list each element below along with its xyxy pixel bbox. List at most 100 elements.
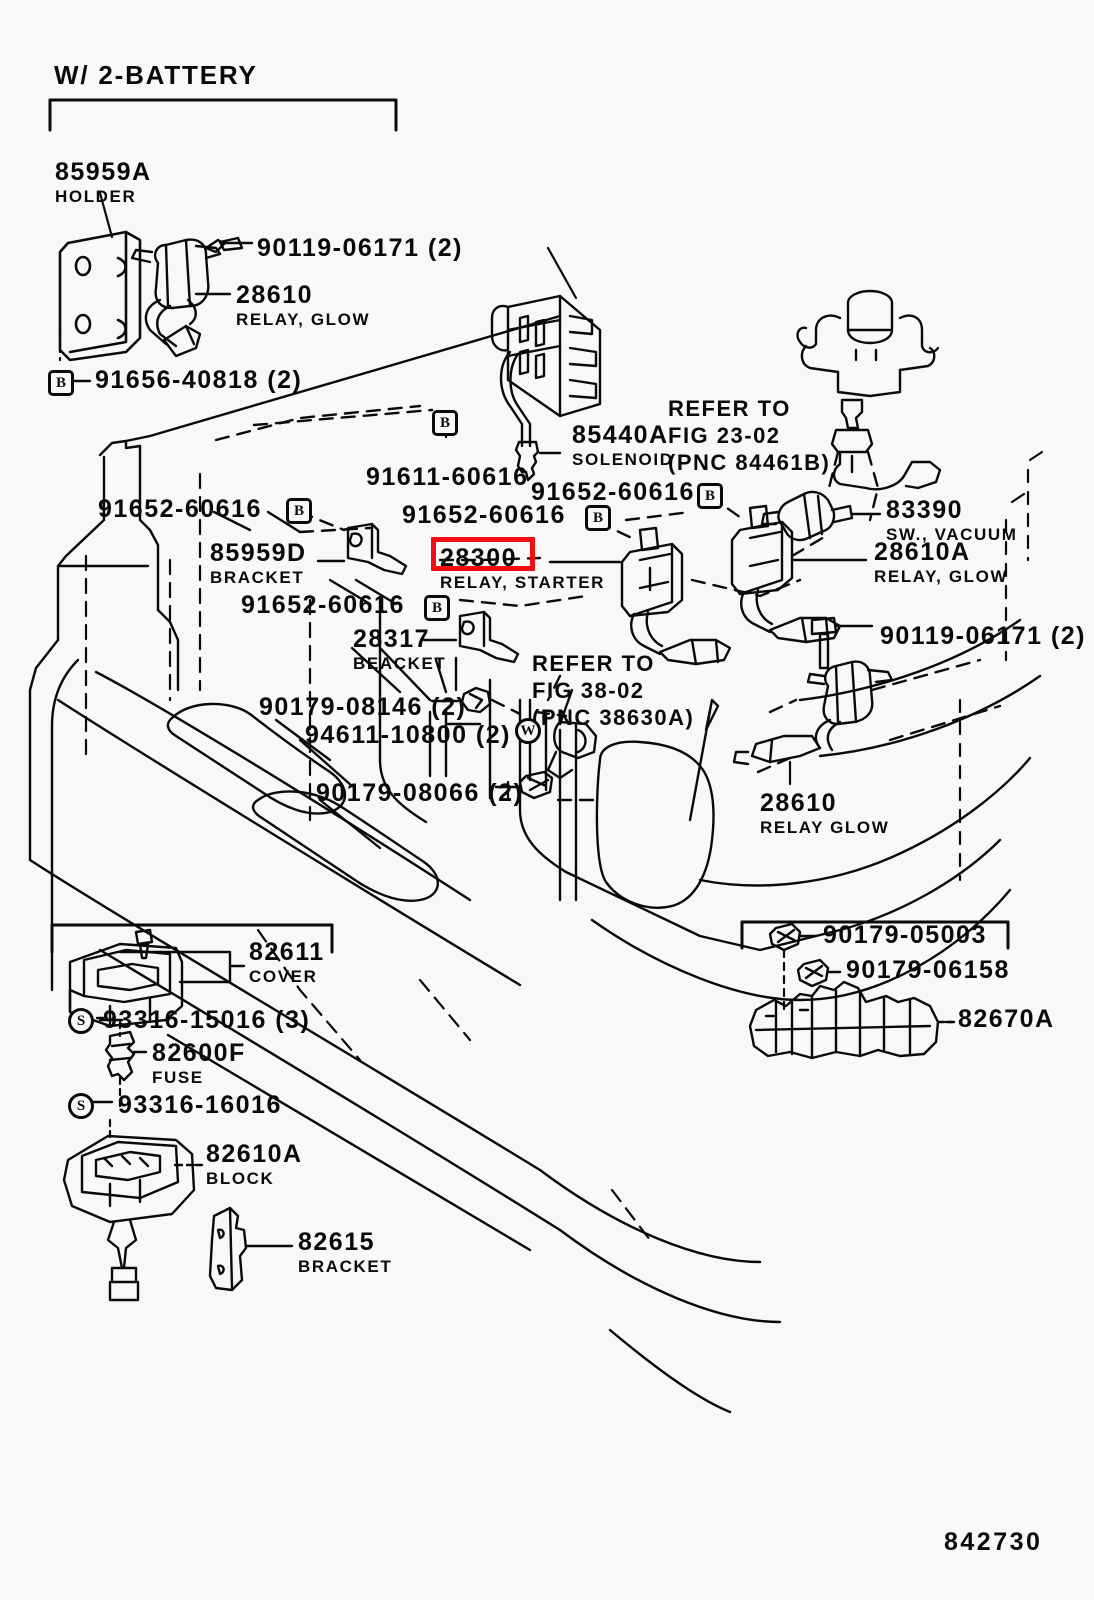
callout-part-number: 91652-60616 — [241, 591, 405, 619]
callout-part-number: 90179-08066 (2) — [316, 779, 524, 807]
callout-part-description: FUSE — [152, 1068, 204, 1087]
part-82615-bracket — [208, 1206, 248, 1292]
section-header: W/ 2-BATTERY — [54, 60, 258, 90]
part-83390-vacuum-switch — [760, 490, 854, 542]
reference-note-line: FIG 23-02 — [668, 422, 781, 448]
callout-part-number: 82610A — [206, 1140, 303, 1168]
leader-relayblock — [546, 246, 578, 300]
marker-b-icon: B — [48, 370, 74, 396]
callout-part-number: 82615 — [298, 1228, 376, 1256]
callout-part-description: SW., VACUUM — [886, 525, 1018, 544]
part-85440a-solenoid — [514, 440, 540, 482]
callout-part-description: SOLENOID — [572, 450, 674, 469]
part-28300-relay-starter — [620, 526, 732, 666]
callout-part-description: BEACKET — [353, 654, 447, 673]
part-90179-08146-nut — [460, 686, 492, 714]
marker-b-icon: B — [697, 483, 723, 509]
part-85959d-bracket — [346, 522, 408, 576]
callout-91656408182[interactable]: 91656-40818 (2) — [95, 368, 302, 393]
part-28610-relay-lower — [732, 660, 894, 766]
callout-part-description: BRACKET — [210, 568, 305, 587]
callout-94611108002[interactable]: 94611-10800 (2) — [305, 723, 511, 748]
callout-part-description: RELAY GLOW — [760, 818, 890, 837]
callout-9331616016[interactable]: 93316-16016 — [118, 1093, 282, 1118]
part-relay-block-center — [490, 294, 602, 448]
part-90179-05003-nut — [768, 922, 802, 952]
callout-9165260616[interactable]: 91652-60616 — [241, 593, 405, 618]
reference-note-line: REFER TO — [668, 396, 791, 421]
callout-part-number: 94611-10800 (2) — [305, 721, 511, 749]
callout-part-number: 93316-16016 — [118, 1091, 282, 1119]
callout-part-number: 93316-15016 (3) — [103, 1006, 311, 1034]
part-28610a-relay — [730, 504, 842, 644]
part-28317-bracket — [458, 610, 520, 664]
callout-part-number: 82670A — [958, 1005, 1055, 1033]
figure-number: 842730 — [944, 1528, 1043, 1556]
callout-9017906158[interactable]: 90179-06158 — [846, 958, 1010, 983]
callout-part-number: 91611-60616 — [366, 463, 529, 491]
callout-part-number: 90119-06171 (2) — [880, 622, 1086, 650]
callout-part-description: RELAY, STARTER — [440, 573, 606, 592]
callout-9161160616[interactable]: 91611-60616 — [366, 465, 528, 490]
reference-note-line: FIG 38-02 — [532, 677, 645, 703]
callout-part-description: COVER — [249, 967, 318, 986]
callout-part-number: 82600F — [152, 1039, 246, 1067]
callout-part-number: 90179-08146 (2) — [259, 693, 467, 721]
part-85959a-holder — [58, 230, 142, 362]
callout-part-description: RELAY, GLOW — [236, 310, 371, 329]
part-82610a-block — [62, 1134, 196, 1302]
callout-90119061712[interactable]: 90119-06171 (2) — [880, 624, 1086, 649]
marker-b-icon: B — [432, 410, 458, 436]
callout-part-number: 91652-60616 — [98, 495, 262, 523]
highlight-box-28300 — [431, 537, 535, 571]
callout-82670a[interactable]: 82670A — [958, 1007, 1055, 1032]
callout-9165260616[interactable]: 91652-60616 — [402, 503, 566, 528]
marker-b-icon: B — [585, 505, 611, 531]
callout-part-number: 83390 — [886, 496, 964, 524]
callout-9165260616[interactable]: 91652-60616 — [98, 497, 262, 522]
marker-w-icon: W — [515, 718, 541, 744]
callout-part-number: 91652-60616 — [402, 501, 566, 529]
callout-part-number: 28317 — [353, 625, 431, 653]
leader-85959a — [98, 191, 114, 239]
callout-93316150163[interactable]: 93316-15016 (3) — [103, 1008, 310, 1033]
callout-90179080662[interactable]: 90179-08066 (2) — [316, 781, 523, 806]
right-edge-dashed — [958, 468, 1030, 882]
callout-90119061712[interactable]: 90119-06171 (2) — [257, 236, 463, 261]
callout-part-description: BRACKET — [298, 1257, 393, 1276]
marker-s-icon: S — [68, 1008, 94, 1034]
part-starter-ref — [546, 720, 598, 780]
callout-part-number: 82611 — [249, 938, 325, 966]
vehicle-outline — [28, 314, 1042, 1414]
callout-9165260616[interactable]: 91652-60616 — [531, 480, 695, 505]
callout-part-number: 28610 — [760, 789, 838, 817]
callout-part-number: 28610A — [874, 538, 971, 566]
bottom-right-bracket — [740, 920, 1010, 950]
vehicle-dashed — [84, 472, 652, 1242]
reference-note-line: (PNC 84461B) — [668, 449, 831, 475]
reference-note-line: (PNC 38630A) — [532, 704, 695, 730]
callout-part-number: 28610 — [236, 281, 314, 309]
callout-9017905003[interactable]: 90179-05003 — [823, 923, 987, 948]
callout-part-description: BLOCK — [206, 1169, 275, 1188]
part-90119-bolt-right — [810, 616, 838, 670]
callout-part-number: 91656-40818 (2) — [95, 366, 303, 394]
part-vacuum-assembly — [796, 289, 942, 491]
part-82670a-bracket — [748, 980, 940, 1060]
callout-90179081462[interactable]: 90179-08146 (2) — [259, 695, 466, 720]
